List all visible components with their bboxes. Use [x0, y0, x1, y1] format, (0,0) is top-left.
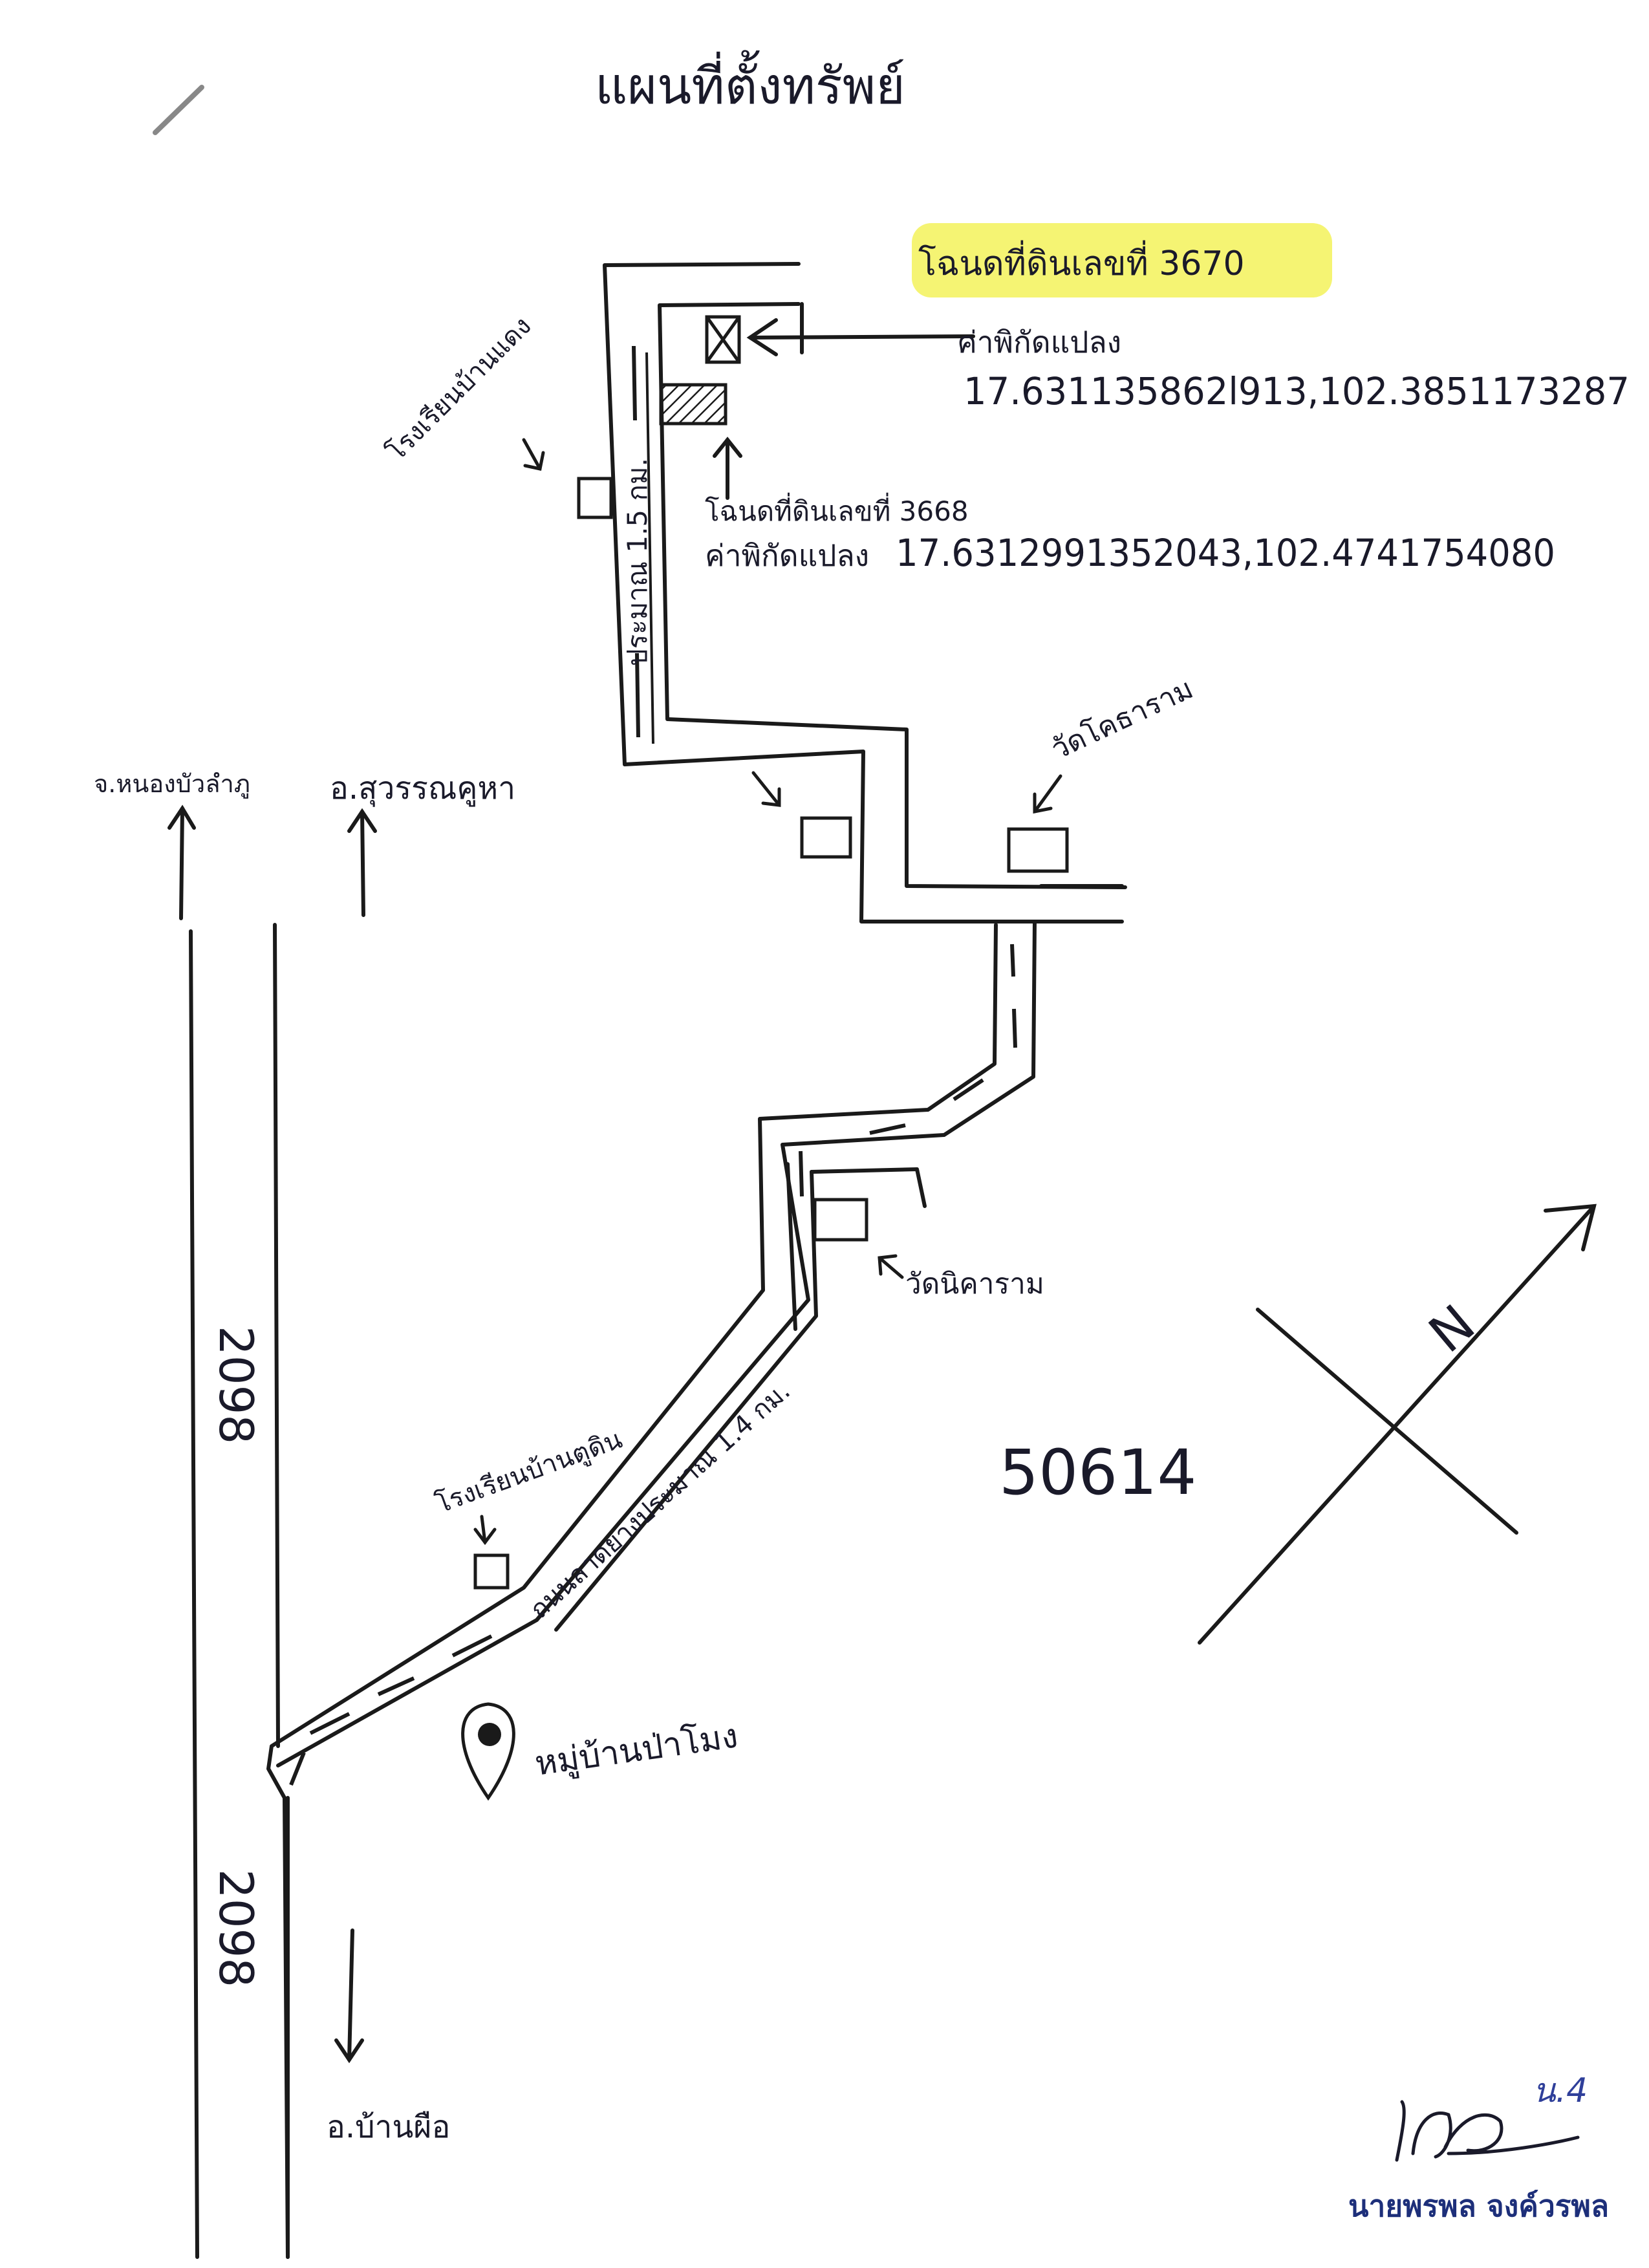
- location-pin-icon: [461, 1702, 515, 1801]
- parcel-3668: [659, 383, 727, 426]
- direction-arrows: [167, 805, 377, 2064]
- road-north-centerline: [632, 345, 640, 738]
- distance-north-label: ประมาณ 1.5 กม.: [621, 458, 653, 666]
- signature-scribble: [1395, 2100, 1580, 2162]
- to-nong-bua-lamphu-label: จ.หนองบัวลำภู: [94, 770, 250, 799]
- deed-3670-coord-label: ค่าพิกัดแปลง: [957, 325, 1121, 360]
- highway-2098: [189, 923, 290, 2259]
- signatory-name: นายพรพล จงค์วรพล: [1348, 2188, 1610, 2223]
- school-ban-tung-din-building: [473, 1553, 510, 1590]
- wat-kotaram-label: วัดโคธาราม: [1046, 672, 1198, 766]
- to-ban-phue-label: อ.บ้านผือ: [327, 2109, 450, 2145]
- arrow-to-parcel-3670: [746, 318, 975, 356]
- staple-mark: [153, 85, 204, 135]
- deed-3668-label: โฉนดที่ดินเลขที่ 3668: [705, 493, 969, 527]
- building-near-junction: [800, 816, 852, 859]
- deed-3668-coordinates: 17.6312991352043,102.4741754080: [896, 531, 1555, 575]
- highway-label-top: 2098: [209, 1326, 263, 1444]
- distance-bracket: [645, 352, 654, 744]
- road-middle: [266, 920, 1037, 2259]
- deed-3670-label: โฉนดที่ดินเลขที่ 3670: [918, 240, 1245, 283]
- north-arrow: [1198, 1204, 1597, 1645]
- arrow-to-parcel-3668: [713, 437, 742, 500]
- office-stamp: น.4: [1533, 2071, 1588, 2110]
- parcel-3670: [705, 315, 741, 364]
- road-north: [603, 262, 1127, 923]
- road-middle-centerline: [289, 944, 1017, 1786]
- school-ban-tung-din-label: โรงเรียนบ้านตูดิน: [432, 1425, 626, 1520]
- school-ban-daeng-label: โรงเรียนบ้านแดง: [382, 311, 537, 467]
- north-label: N: [1417, 1293, 1486, 1365]
- village-label: หมู่บ้านป่าโมง: [532, 1716, 740, 1784]
- school-ban-daeng-building: [577, 477, 613, 519]
- highway-label-bottom: 2098: [209, 1869, 263, 1987]
- wat-kotaram-building: [1007, 827, 1069, 873]
- deed-3668-coord-label: ค่าพิกัดแปลง: [705, 538, 869, 573]
- to-suwannakhuha-label: อ.สุวรรณคูหา: [330, 770, 515, 807]
- page-number: 50614: [999, 1436, 1196, 1509]
- landmark-arrows: [473, 438, 1062, 1546]
- wat-nikaram-building: [813, 1198, 868, 1242]
- deed-3670-highlight: [912, 223, 1332, 297]
- distance-south-label: ถนนลาดยางประมาณ 1.4 กม.: [524, 1376, 796, 1625]
- map-title: แผนที่ตั้งทรัพย์: [595, 50, 905, 116]
- wat-nikaram-label: วัดนิคาราม: [905, 1268, 1044, 1301]
- deed-3670-coordinates: 17.631135862l913,102.3851173287: [964, 369, 1630, 413]
